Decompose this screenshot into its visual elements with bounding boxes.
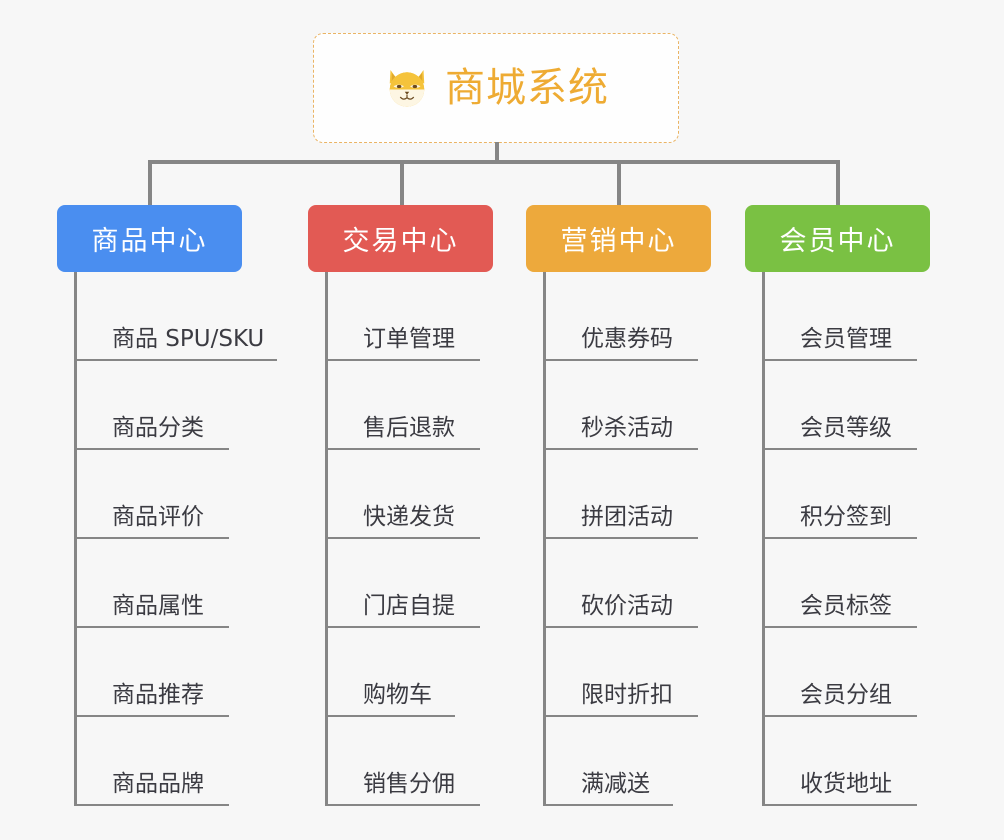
category-column-member: 会员管理 会员等级 积分签到 会员标签 会员分组 收货地址 <box>762 272 942 806</box>
root-node-content: 商城系统 <box>383 64 609 112</box>
connector-drop-1 <box>148 160 152 205</box>
category-header-trade[interactable]: 交易中心 <box>308 205 493 272</box>
list-item[interactable]: 会员标签 <box>762 539 942 628</box>
list-item-rule <box>325 448 480 450</box>
list-item-label: 商品推荐 <box>112 681 204 708</box>
list-item[interactable]: 会员管理 <box>762 272 942 361</box>
list-item-label: 商品分类 <box>112 414 204 441</box>
list-item[interactable]: 拼团活动 <box>543 450 723 539</box>
list-item-rule <box>325 359 480 361</box>
list-item[interactable]: 购物车 <box>325 628 505 717</box>
list-item-label: 限时折扣 <box>581 681 673 708</box>
list-item-rule <box>74 626 229 628</box>
list-item-rule <box>325 715 455 717</box>
list-item[interactable]: 售后退款 <box>325 361 505 450</box>
category-column-marketing: 优惠券码 秒杀活动 拼团活动 砍价活动 限时折扣 满减送 <box>543 272 723 806</box>
category-header-label: 交易中心 <box>342 226 459 257</box>
list-item-rule <box>762 804 917 806</box>
list-item[interactable]: 收货地址 <box>762 717 942 806</box>
list-item-label: 快递发货 <box>363 503 455 530</box>
list-item[interactable]: 商品分类 <box>74 361 284 450</box>
shiba-dog-icon <box>383 64 431 112</box>
list-item-rule <box>74 537 229 539</box>
list-item[interactable]: 优惠券码 <box>543 272 723 361</box>
list-item-rule <box>543 448 698 450</box>
list-item-label: 商品 SPU/SKU <box>112 325 265 352</box>
list-item-label: 售后退款 <box>363 414 455 441</box>
list-item-label: 收货地址 <box>800 770 892 797</box>
column-trunk <box>74 272 77 806</box>
list-item-rule <box>325 626 480 628</box>
list-item-rule <box>74 804 229 806</box>
list-item-label: 商品属性 <box>112 592 204 619</box>
list-item-label: 商品评价 <box>112 503 204 530</box>
list-item[interactable]: 会员分组 <box>762 628 942 717</box>
list-item[interactable]: 商品品牌 <box>74 717 284 806</box>
list-item-rule <box>762 537 917 539</box>
list-item[interactable]: 商品 SPU/SKU <box>74 272 284 361</box>
root-title: 商城系统 <box>445 65 609 111</box>
root-node[interactable]: 商城系统 <box>313 33 679 143</box>
connector-root-stem <box>495 142 499 164</box>
connector-horizontal-bus <box>148 160 840 164</box>
list-item-label: 砍价活动 <box>581 592 673 619</box>
list-item-rule <box>762 715 917 717</box>
list-item-label: 会员分组 <box>800 681 892 708</box>
list-item-rule <box>762 359 917 361</box>
list-item[interactable]: 积分签到 <box>762 450 942 539</box>
category-header-label: 营销中心 <box>560 226 677 257</box>
list-item-label: 商品品牌 <box>112 770 204 797</box>
list-item-label: 会员等级 <box>800 414 892 441</box>
list-item-label: 订单管理 <box>363 325 455 352</box>
list-item-rule <box>543 804 673 806</box>
list-item-rule <box>543 359 698 361</box>
list-item[interactable]: 商品推荐 <box>74 628 284 717</box>
list-item-rule <box>543 715 698 717</box>
list-item-label: 拼团活动 <box>581 503 673 530</box>
list-item[interactable]: 满减送 <box>543 717 723 806</box>
list-item-label: 优惠券码 <box>581 325 673 352</box>
connector-drop-2 <box>400 160 404 205</box>
column-trunk <box>543 272 546 806</box>
list-item[interactable]: 会员等级 <box>762 361 942 450</box>
column-trunk <box>762 272 765 806</box>
list-item-rule <box>762 448 917 450</box>
category-header-member[interactable]: 会员中心 <box>745 205 930 272</box>
list-item[interactable]: 订单管理 <box>325 272 505 361</box>
connector-drop-3 <box>617 160 621 205</box>
list-item[interactable]: 快递发货 <box>325 450 505 539</box>
list-item-rule <box>543 626 698 628</box>
list-item-rule <box>325 537 480 539</box>
list-item-label: 满减送 <box>581 770 650 797</box>
category-header-label: 商品中心 <box>91 226 208 257</box>
list-item-rule <box>74 359 277 361</box>
category-header-marketing[interactable]: 营销中心 <box>526 205 711 272</box>
list-item[interactable]: 秒杀活动 <box>543 361 723 450</box>
list-item[interactable]: 商品属性 <box>74 539 284 628</box>
list-item-label: 会员标签 <box>800 592 892 619</box>
list-item-label: 会员管理 <box>800 325 892 352</box>
list-item[interactable]: 限时折扣 <box>543 628 723 717</box>
list-item-rule <box>74 715 229 717</box>
category-header-commodity[interactable]: 商品中心 <box>57 205 242 272</box>
list-item-label: 销售分佣 <box>363 770 455 797</box>
category-header-label: 会员中心 <box>779 226 896 257</box>
list-item-rule <box>543 537 698 539</box>
list-item[interactable]: 商品评价 <box>74 450 284 539</box>
list-item-rule <box>325 804 480 806</box>
list-item-label: 购物车 <box>363 681 432 708</box>
list-item-label: 积分签到 <box>800 503 892 530</box>
column-trunk <box>325 272 328 806</box>
connector-drop-4 <box>836 160 840 205</box>
list-item-label: 秒杀活动 <box>581 414 673 441</box>
list-item[interactable]: 门店自提 <box>325 539 505 628</box>
category-column-commodity: 商品 SPU/SKU 商品分类 商品评价 商品属性 商品推荐 商品品牌 <box>74 272 284 806</box>
list-item-rule <box>762 626 917 628</box>
list-item[interactable]: 销售分佣 <box>325 717 505 806</box>
category-column-trade: 订单管理 售后退款 快递发货 门店自提 购物车 销售分佣 <box>325 272 505 806</box>
list-item[interactable]: 砍价活动 <box>543 539 723 628</box>
list-item-label: 门店自提 <box>363 592 455 619</box>
list-item-rule <box>74 448 229 450</box>
